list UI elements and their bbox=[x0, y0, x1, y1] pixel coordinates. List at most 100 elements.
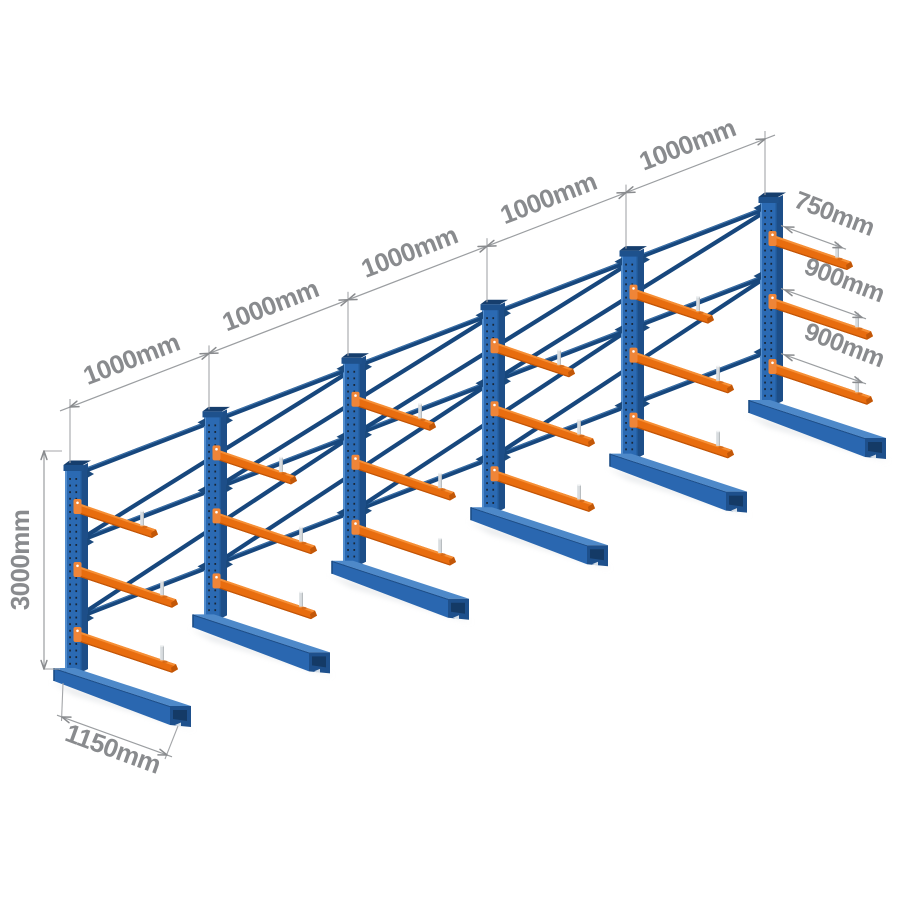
bracket-bolt bbox=[493, 404, 496, 407]
arm-bottom-edge bbox=[80, 576, 172, 607]
arm-bottom-edge bbox=[497, 416, 589, 447]
brace-connector bbox=[365, 363, 372, 371]
horizontal-brace-highlight bbox=[76, 272, 772, 540]
arm-bracket bbox=[630, 285, 638, 300]
pin-shadow bbox=[718, 381, 723, 383]
arm-bracket bbox=[352, 392, 360, 407]
cantilever-arm-level-3 bbox=[630, 413, 735, 459]
cantilever-arm-level-3 bbox=[213, 573, 318, 619]
bracket-bolt bbox=[771, 297, 774, 300]
pin-shadow bbox=[162, 595, 167, 597]
floor-shadows bbox=[51, 414, 890, 730]
column-cap bbox=[64, 465, 84, 471]
column-cap bbox=[481, 304, 501, 310]
arm-bracket bbox=[769, 294, 777, 309]
cantilever-arm-level-3 bbox=[491, 466, 596, 512]
arm-bracket bbox=[74, 562, 82, 577]
bay-dimension-label-3: 1000mm bbox=[357, 220, 462, 284]
brace-connector bbox=[226, 560, 233, 568]
arm-bracket bbox=[74, 627, 82, 642]
cantilever-arm-level-3 bbox=[74, 627, 179, 673]
upright-1 bbox=[54, 461, 191, 728]
bracket-bolt bbox=[215, 576, 218, 579]
upright-5 bbox=[610, 246, 747, 512]
brace-connector bbox=[226, 484, 233, 492]
arm-bottom-edge bbox=[636, 362, 728, 393]
arm-bottom-edge bbox=[497, 481, 589, 512]
bracket-bolt bbox=[354, 457, 357, 460]
bracket-bolt bbox=[76, 630, 79, 633]
base-beam bbox=[749, 400, 886, 459]
dimension-extension-line bbox=[62, 683, 64, 721]
upright-2 bbox=[193, 407, 330, 674]
arm-bracket bbox=[630, 413, 638, 428]
column-cap bbox=[203, 411, 223, 417]
arm-bracket bbox=[213, 445, 221, 460]
column-cap bbox=[620, 251, 640, 257]
base-beam bbox=[610, 454, 747, 513]
cantilever-arm-level-3 bbox=[352, 520, 457, 566]
pin-shadow bbox=[698, 311, 703, 313]
column-cap bbox=[342, 358, 362, 364]
arm-bracket bbox=[491, 401, 499, 416]
height-dimension-label: 3000mm bbox=[5, 510, 35, 610]
pin-shadow bbox=[440, 553, 445, 555]
brace-connector bbox=[87, 614, 94, 622]
bay-dimension-label-5: 1000mm bbox=[635, 112, 740, 176]
bracket-bolt bbox=[493, 469, 496, 472]
pin-shadow bbox=[718, 446, 723, 448]
arm-bracket bbox=[769, 231, 777, 246]
arm-bracket bbox=[491, 466, 499, 481]
brace-connector bbox=[87, 470, 94, 478]
brace-connector bbox=[87, 538, 94, 546]
pin-shadow bbox=[857, 327, 862, 329]
arm-bottom-edge bbox=[775, 373, 867, 404]
base-beam bbox=[471, 507, 608, 566]
bay-dimension-label-1: 1000mm bbox=[79, 327, 184, 391]
depth-dimension-label: 1150mm bbox=[61, 718, 164, 780]
bracket-bolt bbox=[215, 511, 218, 514]
bracket-bolt bbox=[632, 350, 635, 353]
pin-shadow bbox=[579, 435, 584, 437]
arm-bracket bbox=[769, 359, 777, 374]
arm-bracket bbox=[491, 338, 499, 353]
pin-shadow bbox=[142, 526, 147, 528]
arm-bottom-edge bbox=[358, 534, 450, 565]
pin-shadow bbox=[301, 607, 306, 609]
pin-shadow bbox=[857, 392, 862, 394]
brace-connector bbox=[365, 507, 372, 515]
bracket-bolt bbox=[354, 394, 357, 397]
arm-bottom-edge bbox=[219, 588, 311, 619]
bracket-bolt bbox=[215, 448, 218, 451]
upright-4 bbox=[471, 300, 608, 567]
bracket-bolt bbox=[632, 287, 635, 290]
brace-connector bbox=[365, 431, 372, 439]
arm-bracket bbox=[352, 455, 360, 470]
column-cap bbox=[759, 197, 779, 203]
arm-bottom-edge bbox=[636, 427, 728, 458]
arm-bottom-edge bbox=[219, 523, 311, 554]
arm-bracket bbox=[630, 348, 638, 363]
base-beam bbox=[332, 561, 469, 620]
arm-bottom-edge bbox=[80, 641, 172, 672]
pin-shadow bbox=[579, 500, 584, 502]
bracket-bolt bbox=[76, 502, 79, 505]
bracket-bolt bbox=[354, 522, 357, 525]
pin-shadow bbox=[301, 542, 306, 544]
arm-bottom-edge bbox=[358, 469, 450, 500]
pin-shadow bbox=[559, 365, 564, 367]
bracket-bolt bbox=[493, 341, 496, 344]
pin-shadow bbox=[162, 660, 167, 662]
pin-shadow bbox=[281, 472, 286, 474]
arm-bracket bbox=[213, 573, 221, 588]
arm-bracket bbox=[213, 508, 221, 523]
pin-shadow bbox=[440, 488, 445, 490]
base-beam bbox=[193, 614, 330, 673]
bracket-bolt bbox=[771, 362, 774, 365]
arm-bracket bbox=[352, 520, 360, 535]
bay-dimension-label-2: 1000mm bbox=[218, 273, 323, 337]
bracket-bolt bbox=[771, 234, 774, 237]
bay-dimension-label-4: 1000mm bbox=[496, 166, 601, 230]
